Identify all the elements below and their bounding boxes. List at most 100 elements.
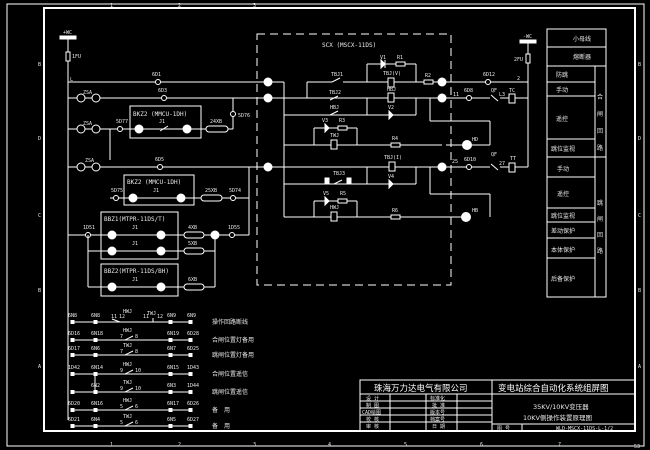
- outer-frame: [6, 3, 645, 447]
- aux-left-node: 6N4: [91, 417, 100, 423]
- terminal-5d75: [113, 195, 119, 201]
- label-6d12: 6D12: [483, 72, 495, 78]
- tb-mid-label: 日 期: [432, 424, 445, 430]
- col-label: 2: [178, 3, 181, 9]
- col-label: 3: [253, 3, 256, 9]
- col-label: 2: [178, 442, 181, 448]
- contact-qf: [490, 94, 499, 102]
- diode-v1: [380, 58, 386, 70]
- label-hbj: HBJ: [387, 87, 396, 93]
- switch-zsa: [91, 162, 101, 172]
- label-5d75: 5D75: [111, 188, 123, 194]
- resistor-r1: [395, 61, 406, 67]
- coil-twj: [330, 139, 338, 150]
- fuse-2fu-label: 2FU: [514, 57, 523, 63]
- aux-left-node: 6N6: [91, 346, 100, 352]
- label-6d1: 6D1: [152, 72, 161, 78]
- contact-node: [107, 230, 117, 240]
- legend-row: 跳位监视: [551, 212, 575, 220]
- aux-description: 合闸位置遥信: [212, 370, 248, 378]
- row-label: B: [38, 288, 41, 294]
- drawing-no-label: 图 号: [497, 426, 510, 432]
- tb-mid-label: 版本号: [430, 409, 445, 416]
- aux-node-mark: [93, 424, 98, 428]
- contact-tbj2: [329, 95, 339, 101]
- tb-left-label: CAD绘图: [362, 409, 381, 416]
- resistor-r4: [390, 142, 401, 148]
- close-group-char: 闸: [597, 110, 603, 118]
- aux-node-mark: [168, 320, 173, 324]
- aux-pin: 8: [135, 349, 138, 355]
- aux-terminal-mark: [70, 353, 75, 357]
- label-tt: TT: [510, 156, 516, 162]
- legend-row: 后备保护: [551, 275, 575, 283]
- aux-right-node: 6N7: [167, 346, 176, 352]
- label-r5: R5: [340, 191, 346, 197]
- aux-left-node: 6N16: [91, 401, 103, 407]
- aux-node-mark: [93, 338, 98, 342]
- aux-contact: [124, 350, 134, 356]
- label-hb: HB: [472, 208, 478, 214]
- tb-left-label: 审 核: [366, 423, 379, 430]
- label-tbj2: TBJ2: [329, 90, 341, 96]
- lamp-hd: [462, 140, 472, 150]
- terminal-6d12: [485, 79, 491, 85]
- aux-description: 跳闸位置遥信: [212, 388, 248, 396]
- coil-hwj: [330, 211, 338, 222]
- aux-node-mark: [168, 353, 173, 357]
- aux-right-terminal: 1D44: [187, 383, 199, 389]
- terminal-5d74: [230, 195, 236, 201]
- terminal-6d5: [157, 164, 163, 170]
- scx-title: SCX (MSCX-11DS): [322, 42, 376, 49]
- bbz2-label: BBZ2(MTPR-11DS/BH): [104, 268, 169, 275]
- aux-terminal-mark: [70, 408, 75, 412]
- scx-terminal: [263, 93, 273, 103]
- bkz2-box-b: [123, 174, 195, 206]
- close-group-char: 合: [597, 93, 603, 101]
- aux-left-terminal: 1D42: [68, 365, 80, 371]
- aux-node-mark: [93, 320, 98, 324]
- label-1d55: 1D55: [228, 225, 240, 231]
- aux-left-terminal: 6D16: [68, 331, 80, 337]
- aux-terminal-mark: [188, 390, 193, 394]
- aux-right-terminal: 6D25: [187, 346, 199, 352]
- row-label: B: [638, 288, 641, 294]
- aux-description: 合闸位置灯备用: [212, 336, 254, 344]
- label-tbj3: TBJ3: [333, 171, 345, 177]
- row-label: D: [638, 136, 641, 142]
- row-label: A: [638, 364, 641, 370]
- label-4xb: 4XB: [188, 225, 197, 231]
- node-2: 2: [517, 76, 520, 82]
- aux-description: 备 用: [212, 406, 230, 414]
- scx-terminal: [437, 162, 447, 172]
- aux-pin: 5: [120, 420, 123, 426]
- col-label: 1: [110, 3, 113, 9]
- legend-row: 手动: [557, 165, 569, 173]
- aux-contact: [124, 335, 134, 341]
- plus-bus: [59, 35, 77, 40]
- label-5d77: 5D77: [116, 119, 128, 125]
- aux-right-node: 6N17: [167, 401, 179, 407]
- tb-left-label: 制 图: [366, 402, 379, 409]
- resistor-r5: [337, 198, 348, 204]
- aux-left-terminal: 6N8: [68, 313, 77, 319]
- aux-terminal-mark: [70, 320, 75, 324]
- switch-zsa: [76, 124, 86, 134]
- aux-pin: 10: [135, 386, 141, 392]
- aux-terminal-mark: [70, 424, 75, 428]
- minus-bus-label: -WC: [523, 34, 532, 40]
- aux-left-terminal: 6D21: [68, 417, 80, 423]
- system-title: 变电站综合自动化系统组屏图: [498, 383, 609, 394]
- aux-contact-label: TWJ: [147, 311, 156, 317]
- aux-contact-label: HWJ: [123, 398, 132, 404]
- label-r6: R6: [392, 208, 398, 214]
- trip-group-label: 跳 闸 回 路: [597, 199, 603, 255]
- row-label: C: [38, 213, 41, 219]
- label-5d74: 5D74: [229, 188, 241, 194]
- aux-right-node: 6N3: [167, 383, 176, 389]
- label-zsa: ZSA: [85, 158, 94, 164]
- connector-5xb: [183, 247, 205, 255]
- legend-row: 遥控: [556, 115, 568, 123]
- aux-contact: [111, 318, 121, 323]
- label-1d51: 1D51: [83, 225, 95, 231]
